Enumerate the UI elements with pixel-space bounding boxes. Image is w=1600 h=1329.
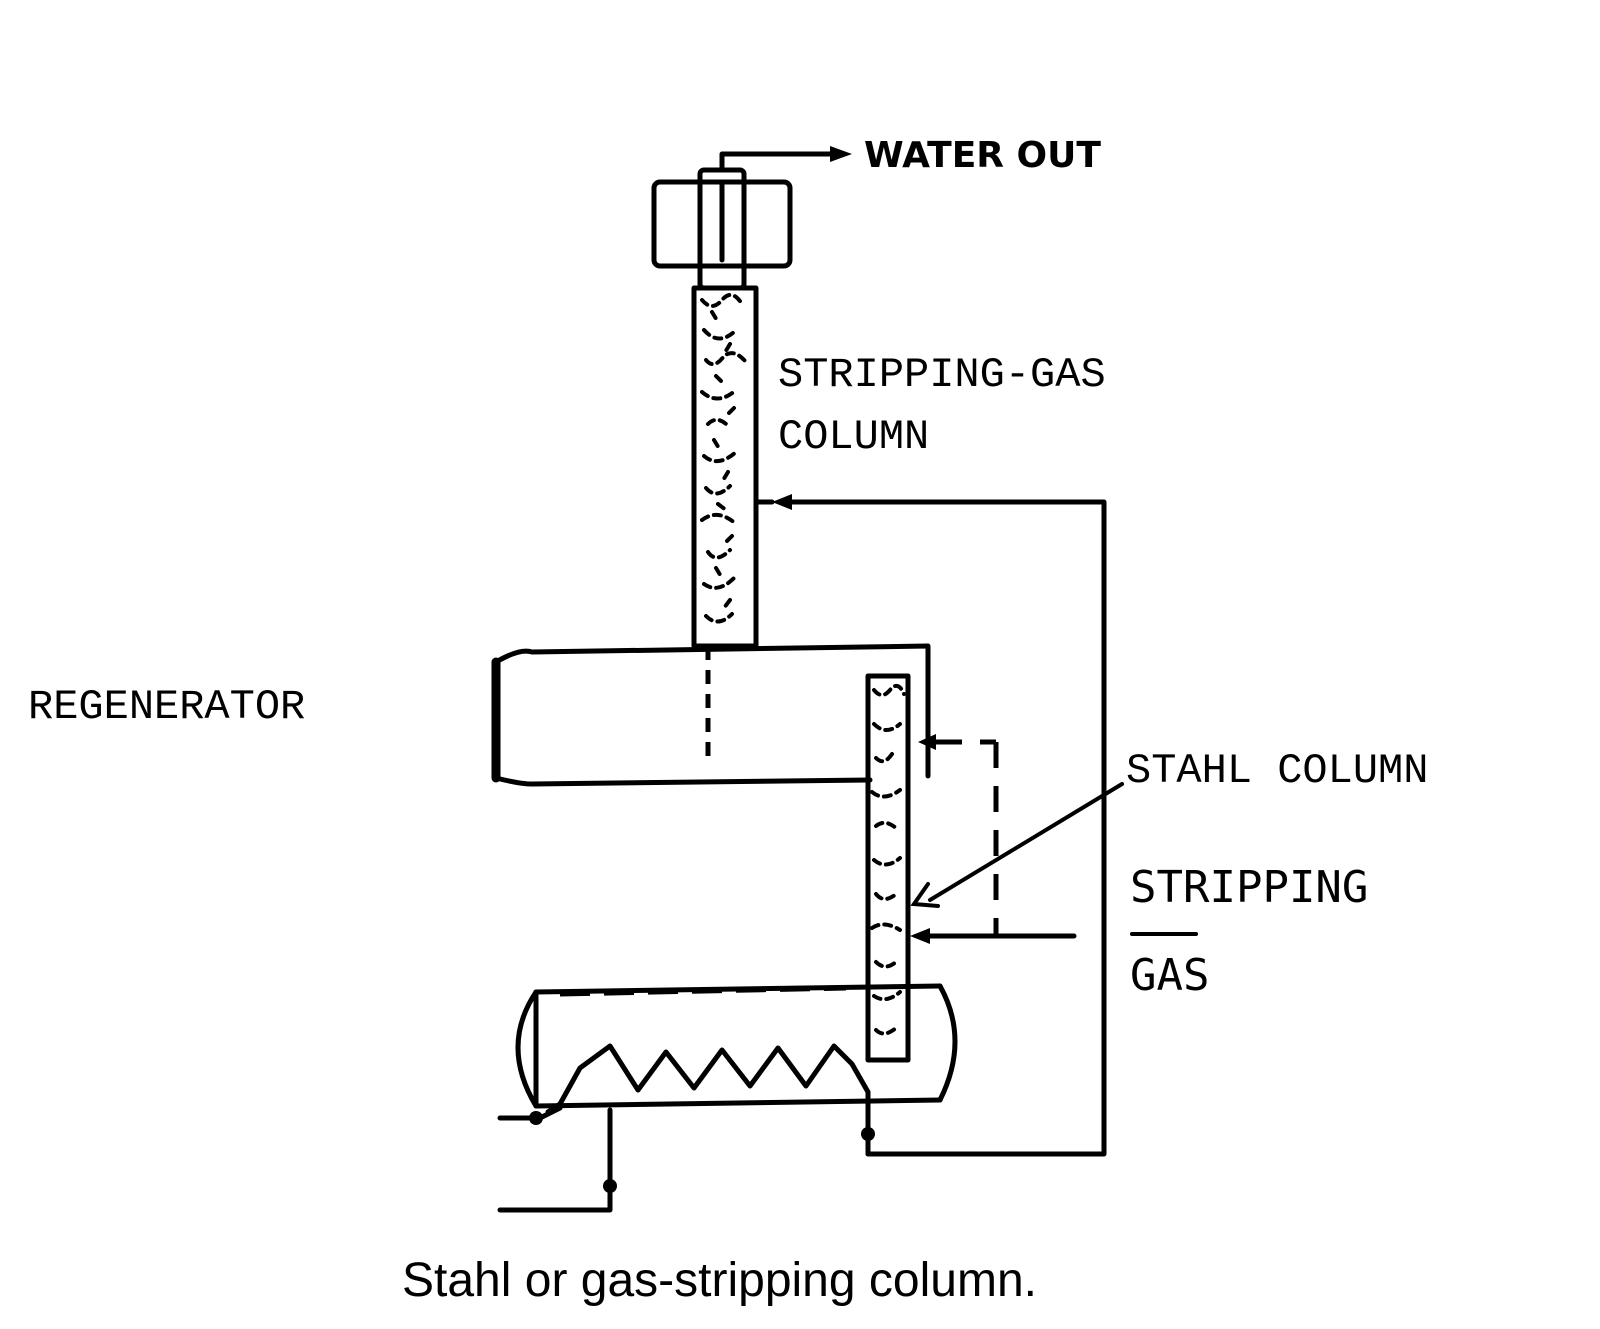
recycle-line <box>753 494 1107 1157</box>
arrow-left-icon <box>910 928 930 944</box>
stahl-column-pointer <box>910 782 1124 908</box>
stripping-gas-label-line2: GAS <box>1130 950 1209 1001</box>
regenerator-vessel <box>491 643 931 787</box>
reboiler <box>497 983 958 1213</box>
dashed-bypass-line <box>918 734 999 936</box>
regenerator-label: REGENERATOR <box>28 683 305 731</box>
figure-caption: Stahl or gas-stripping column. <box>402 1254 1037 1307</box>
stahl-column-label: STAHL COLUMN <box>1126 747 1428 795</box>
stripping-gas-label-line1: STRIPPING <box>1130 862 1368 913</box>
water-out-arrow-icon <box>830 146 852 162</box>
condenser <box>651 146 852 291</box>
stripping-gas-column-label-line1: STRIPPING-GAS <box>778 351 1106 399</box>
stripping-gas-column-label-line2: COLUMN <box>778 413 929 461</box>
stripping-gas-inlet <box>910 928 1077 944</box>
stripping-gas-column <box>691 285 759 649</box>
stahl-column <box>865 673 911 1063</box>
arrow-left-icon <box>918 734 936 750</box>
water-out-label: WATER OUT <box>864 135 1101 176</box>
arrow-left-icon <box>772 494 792 510</box>
